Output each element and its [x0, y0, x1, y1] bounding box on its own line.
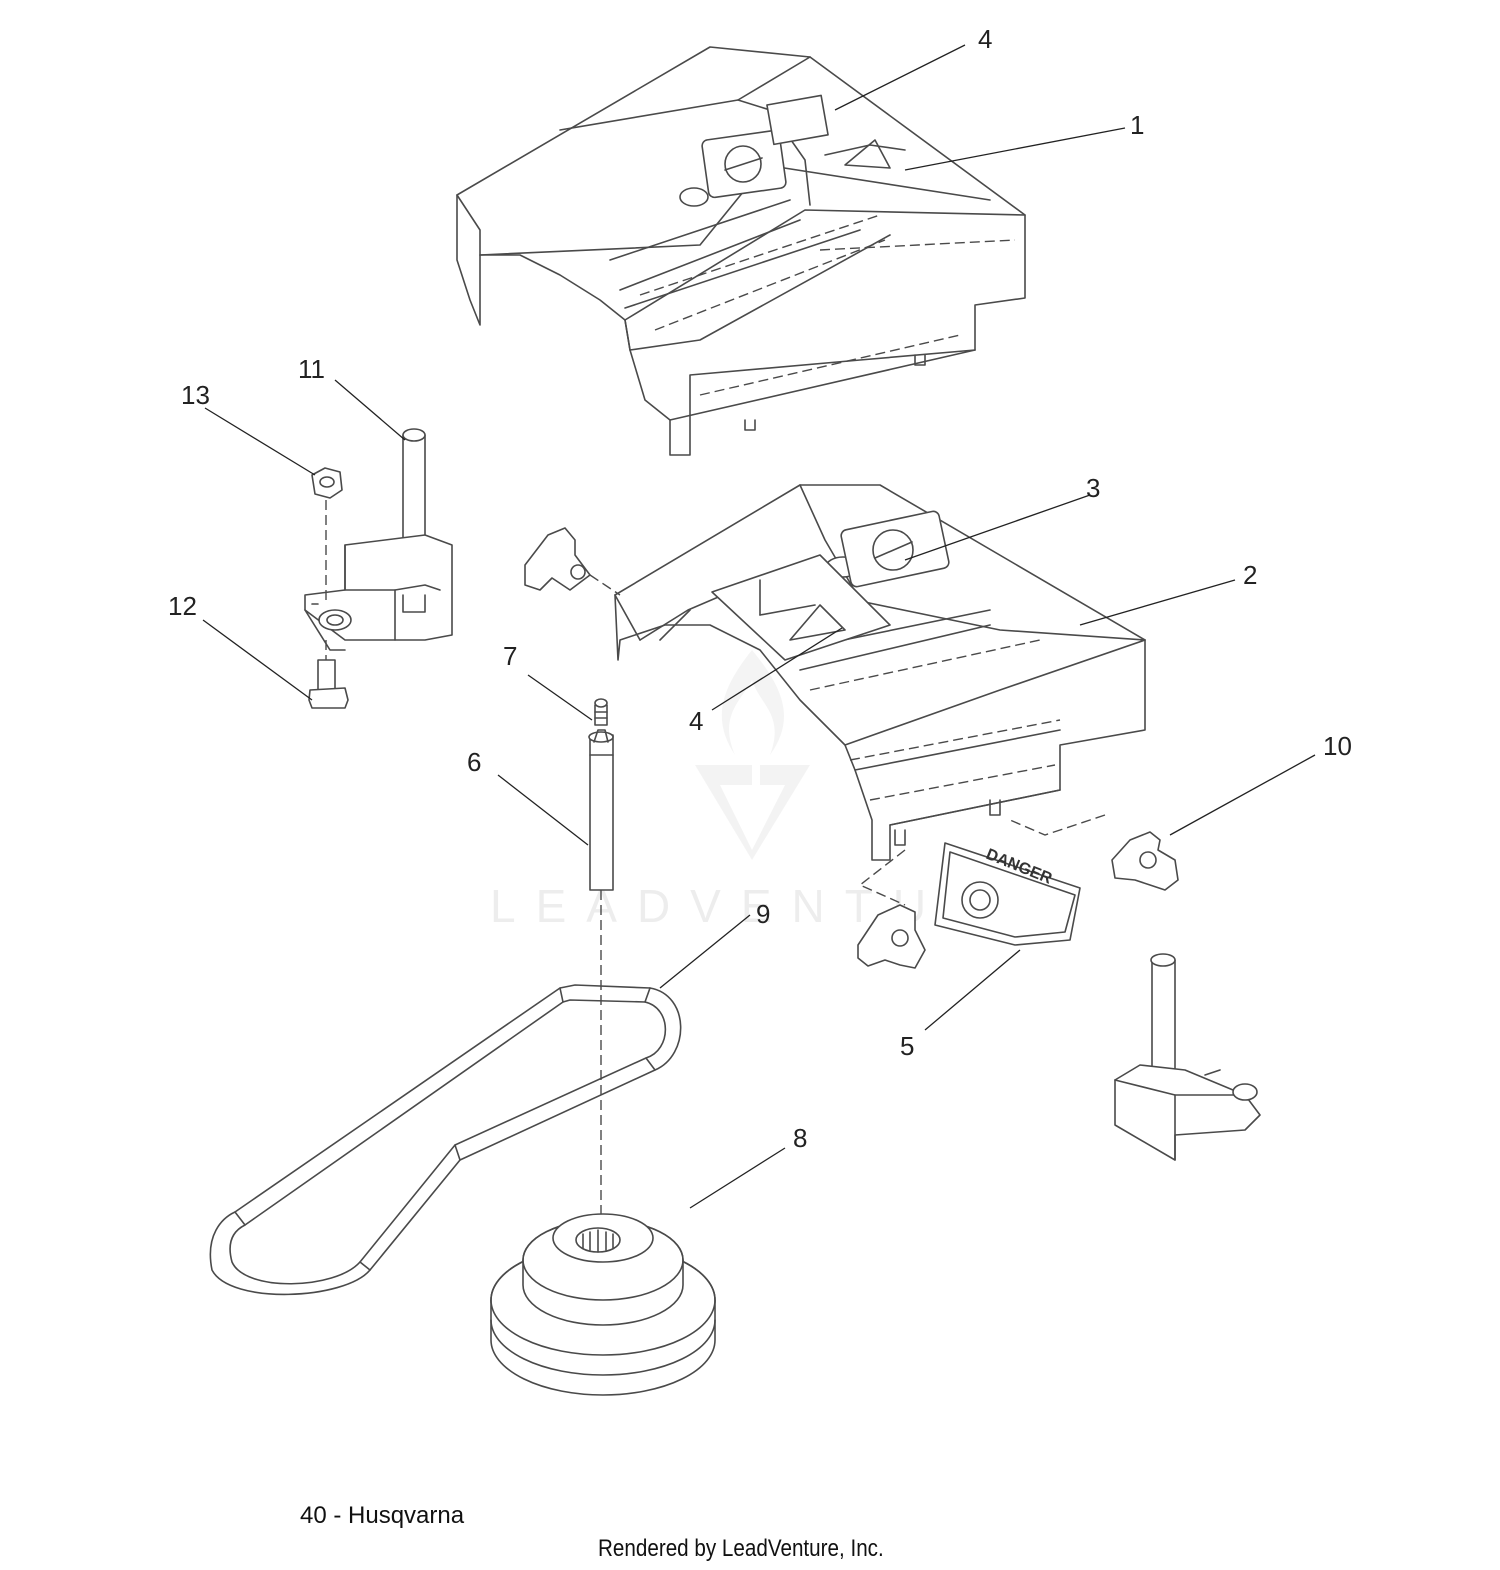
- callout-13: 13: [181, 380, 210, 410]
- hex-nut-13: [311, 467, 343, 600]
- callout-10: 10: [1323, 731, 1352, 761]
- idler-pin-6: [588, 729, 614, 891]
- callout-12: 12: [168, 591, 197, 621]
- callout-11: 11: [298, 354, 325, 384]
- leader-lines: [202, 44, 1316, 1209]
- callout-4-middle: 4: [689, 706, 703, 736]
- rendered-by-label: Rendered by LeadVenture, Inc.: [598, 1535, 884, 1562]
- upper-belt-cover: [456, 46, 1026, 456]
- wing-knob-upper: [524, 527, 621, 596]
- callout-5: 5: [900, 1031, 914, 1061]
- danger-decal: DANGER: [934, 842, 1081, 946]
- callout-1: 1: [1130, 110, 1144, 140]
- bolt-12: [308, 640, 349, 709]
- page-label: 40 - Husqvarna: [300, 1502, 465, 1529]
- grease-fitting-7: [594, 698, 608, 726]
- callout-4-top: 4: [978, 24, 992, 54]
- lower-belt-cover: [614, 484, 1146, 861]
- callout-9: 9: [756, 899, 770, 929]
- callout-6: 6: [467, 747, 481, 777]
- drive-belt-9: [209, 984, 682, 1296]
- callout-7: 7: [503, 641, 517, 671]
- callout-3: 3: [1086, 473, 1100, 503]
- idler-bracket-left: [304, 428, 453, 651]
- wing-knob-left: [857, 849, 926, 969]
- callout-labels: 1 2 3 4 4 5 6 7 8 9 10 11 12 13: [168, 24, 1352, 1153]
- idler-bracket-right: [1114, 953, 1261, 1161]
- wing-knob-right: [1009, 814, 1179, 891]
- callout-2: 2: [1243, 560, 1257, 590]
- idler-pulley-8: [490, 1213, 716, 1396]
- callout-8: 8: [793, 1123, 807, 1153]
